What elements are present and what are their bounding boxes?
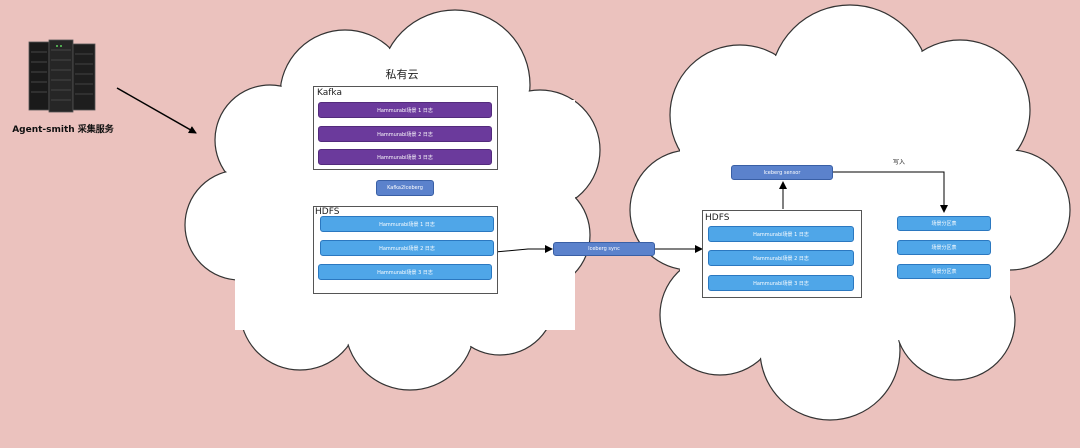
iceberg-sensor-box: Iceberg sensor [731, 165, 833, 180]
target-hdfs-item-1: Hammurabi场景 1 日志 [708, 226, 854, 242]
server-label: Agent-smith 采集服务 [12, 125, 114, 135]
kafka-title: Kafka [317, 88, 342, 98]
sensor-write-arrow [833, 171, 948, 213]
partition-table-1: 场景分区表 [897, 216, 991, 231]
kafka-topic-3: Hammurabi场景 3 日志 [318, 149, 492, 165]
kafka2iceberg-box: Kafka2Iceberg [376, 180, 434, 196]
server-to-cloud-arrow [116, 87, 197, 134]
private-hdfs-item-2: Hammurabi场景 2 日志 [320, 240, 494, 256]
target-hdfs-item-3: Hammurabi场景 3 日志 [708, 275, 854, 291]
private-cloud-title: 私有云 [385, 68, 419, 81]
partition-table-2: 场景分区表 [897, 240, 991, 255]
server-rack-icon [28, 39, 96, 113]
partition-table-3: 场景分区表 [897, 264, 991, 279]
hdfs-to-sync-arrow [494, 245, 553, 253]
kafka-topic-1: Hammurabi场景 1 日志 [318, 102, 492, 118]
private-hdfs-item-3: Hammurabi场景 3 日志 [318, 264, 492, 280]
private-hdfs-title: HDFS [315, 207, 340, 217]
private-hdfs-item-1: Hammurabi场景 1 日志 [320, 216, 494, 232]
iceberg-sync-box: Iceberg sync [553, 242, 655, 256]
kafka-topic-2: Hammurabi场景 2 日志 [318, 126, 492, 142]
write-label: 写入 [892, 159, 905, 166]
target-hdfs-title: HDFS [705, 213, 730, 223]
target-hdfs-item-2: Hammurabi场景 2 日志 [708, 250, 854, 266]
